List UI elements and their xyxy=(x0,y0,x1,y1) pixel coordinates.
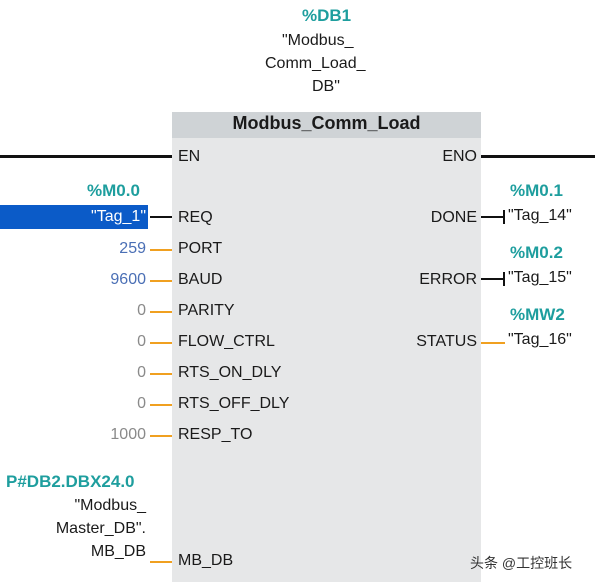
watermark-text: 头条 @工控班长 xyxy=(470,555,573,571)
pin-parity[interactable]: PARITY xyxy=(178,302,235,319)
instance-db-name-line1[interactable]: "Modbus_ xyxy=(282,32,354,49)
pin-rts-on-dly[interactable]: RTS_ON_DLY xyxy=(178,364,282,381)
status-tag[interactable]: "Tag_16" xyxy=(508,331,572,348)
pin-en[interactable]: EN xyxy=(178,148,201,165)
done-address[interactable]: %M0.1 xyxy=(510,181,563,200)
done-tag[interactable]: "Tag_14" xyxy=(508,207,572,224)
mb-db-line2[interactable]: Master_DB". xyxy=(55,520,146,537)
rts-on-dly-wire xyxy=(150,373,172,375)
en-power-line xyxy=(0,155,172,158)
baud-wire xyxy=(150,280,172,282)
done-coil-tick xyxy=(503,210,505,224)
flow-ctrl-value[interactable]: 0 xyxy=(137,333,146,350)
status-wire xyxy=(481,342,505,344)
mb-db-address[interactable]: P#DB2.DBX24.0 xyxy=(6,472,135,491)
status-address[interactable]: %MW2 xyxy=(510,305,565,324)
pin-resp-to[interactable]: RESP_TO xyxy=(178,426,253,443)
function-block-title[interactable]: Modbus_Comm_Load xyxy=(232,113,421,133)
port-wire xyxy=(150,249,172,251)
rts-off-dly-value[interactable]: 0 xyxy=(137,395,146,412)
pin-eno[interactable]: ENO xyxy=(442,148,477,165)
req-tag-selected[interactable]: "Tag_1" xyxy=(0,205,148,229)
error-wire xyxy=(481,278,505,280)
mb-db-wire xyxy=(150,561,172,563)
port-value[interactable]: 259 xyxy=(119,240,146,257)
req-address[interactable]: %M0.0 xyxy=(87,181,140,200)
pin-flow-ctrl[interactable]: FLOW_CTRL xyxy=(178,333,275,350)
pin-req[interactable]: REQ xyxy=(178,209,213,226)
mb-db-line1[interactable]: "Modbus_ xyxy=(74,497,147,514)
function-block-header[interactable] xyxy=(172,112,481,138)
pin-port[interactable]: PORT xyxy=(178,240,223,257)
pin-done[interactable]: DONE xyxy=(430,209,477,226)
pin-error[interactable]: ERROR xyxy=(419,271,477,288)
baud-value[interactable]: 9600 xyxy=(110,271,146,288)
function-block-body[interactable] xyxy=(172,112,481,582)
resp-to-wire xyxy=(150,435,172,437)
error-coil-tick xyxy=(503,272,505,286)
parity-value[interactable]: 0 xyxy=(137,302,146,319)
flow-ctrl-wire xyxy=(150,342,172,344)
pin-rts-off-dly[interactable]: RTS_OFF_DLY xyxy=(178,395,290,412)
mb-db-line3[interactable]: MB_DB xyxy=(90,543,146,560)
instance-db-name-line2[interactable]: Comm_Load_ xyxy=(265,55,366,72)
rts-off-dly-wire xyxy=(150,404,172,406)
resp-to-value[interactable]: 1000 xyxy=(110,426,146,443)
done-wire xyxy=(481,216,505,218)
error-tag[interactable]: "Tag_15" xyxy=(508,269,572,286)
eno-power-line xyxy=(481,155,595,158)
instance-db-address[interactable]: %DB1 xyxy=(302,6,352,25)
pin-baud[interactable]: BAUD xyxy=(178,271,223,288)
parity-wire xyxy=(150,311,172,313)
req-wire xyxy=(150,216,172,218)
pin-status[interactable]: STATUS xyxy=(416,333,477,350)
pin-mb-db[interactable]: MB_DB xyxy=(178,552,234,569)
error-address[interactable]: %M0.2 xyxy=(510,243,563,262)
instance-db-name-line3[interactable]: DB" xyxy=(312,78,340,95)
rts-on-dly-value[interactable]: 0 xyxy=(137,364,146,381)
